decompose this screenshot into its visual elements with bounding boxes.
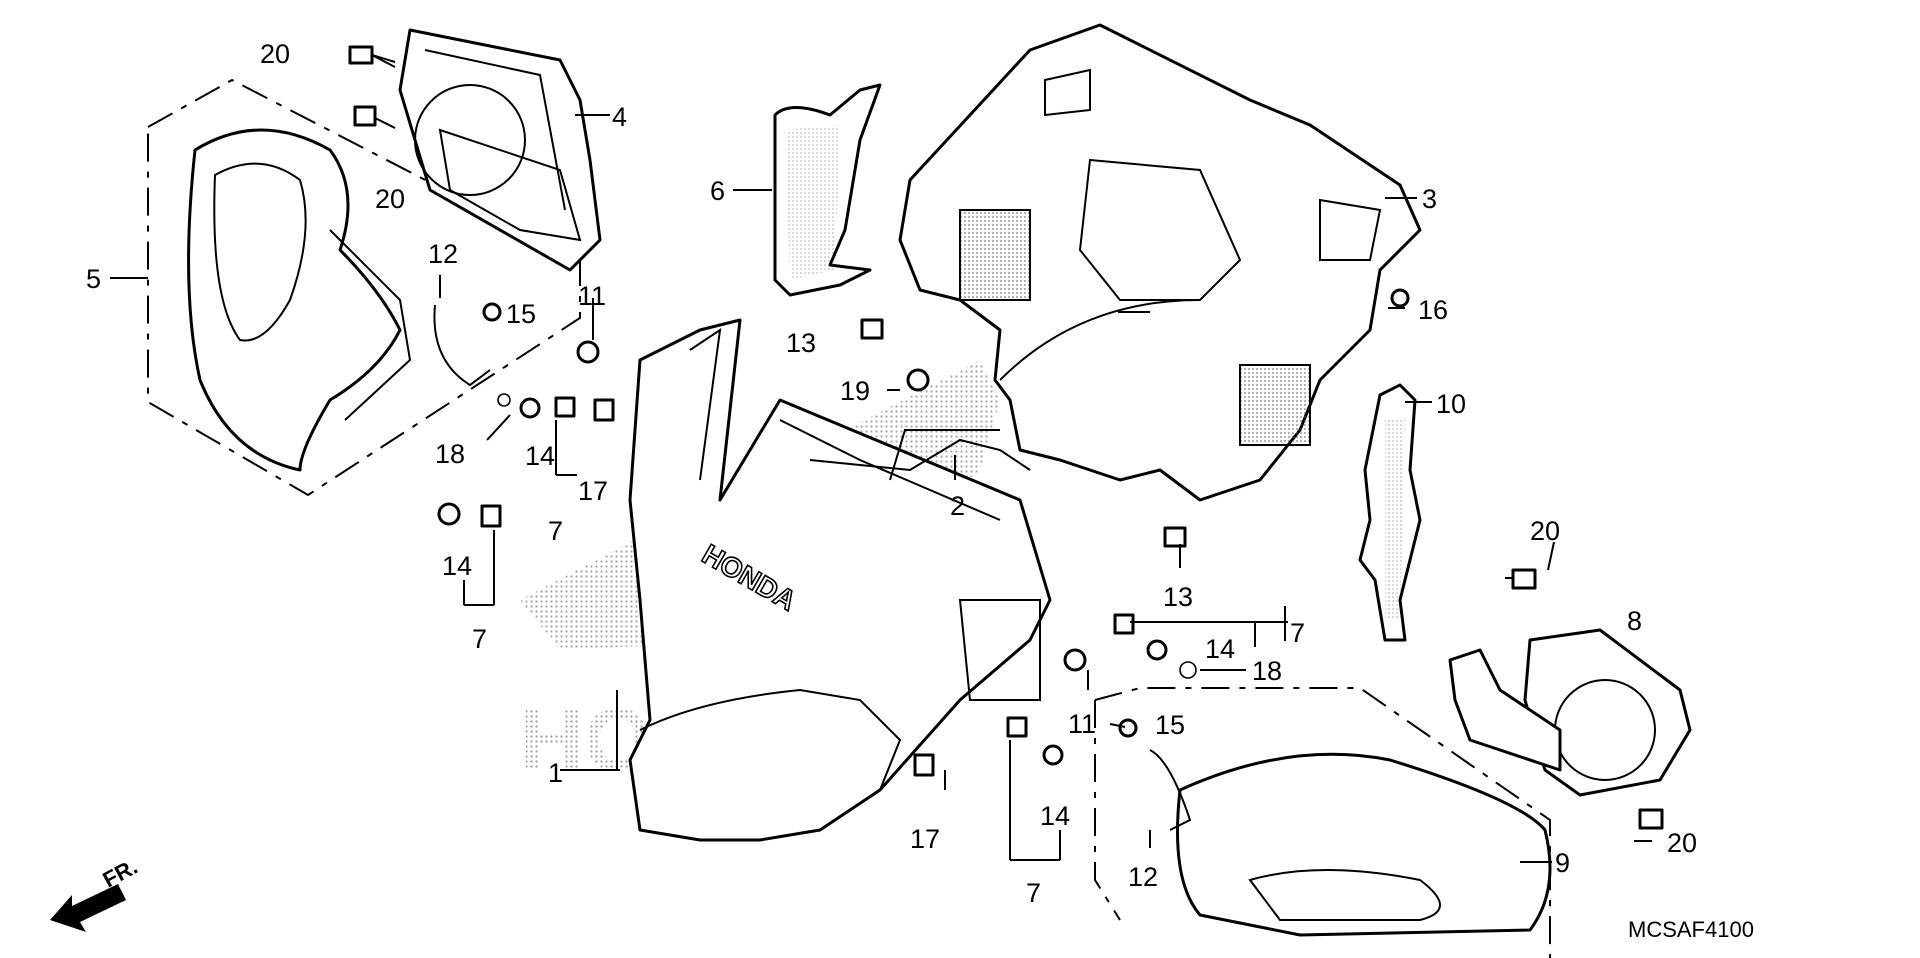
callout-5: 5 <box>86 264 101 294</box>
callout-7c: 7 <box>1290 618 1305 648</box>
grommet-14b <box>437 502 461 526</box>
callout-3: 3 <box>1422 184 1437 214</box>
callout-20a: 20 <box>260 39 290 69</box>
grommet-14d <box>1042 744 1064 766</box>
callout-12b: 12 <box>1128 862 1158 892</box>
part-2-wire-stay <box>809 429 1031 481</box>
callout-14b: 14 <box>442 551 472 581</box>
callout-1: 1 <box>548 758 563 788</box>
part-10-bracket <box>1358 383 1422 642</box>
callout-11b: 11 <box>1068 709 1096 739</box>
band-12b <box>1149 749 1192 831</box>
callout-20b: 20 <box>375 184 405 214</box>
callout-18b: 18 <box>1252 656 1282 686</box>
clip-18a <box>497 393 511 407</box>
nut-7b <box>480 504 502 528</box>
callout-7a: 7 <box>548 516 563 546</box>
clip-13b <box>1163 526 1187 548</box>
callout-15a: 15 <box>506 299 536 329</box>
bolt-20d <box>1638 808 1664 830</box>
clip-13a <box>860 318 884 340</box>
callout-8: 8 <box>1627 606 1642 636</box>
callout-19: 19 <box>840 376 870 406</box>
callout-20c: 20 <box>1530 516 1560 546</box>
grommet-14a <box>519 397 541 419</box>
callout-11a: 11 <box>578 281 606 311</box>
callout-20d: 20 <box>1667 828 1697 858</box>
bolt-11a <box>576 340 600 364</box>
callout-12a: 12 <box>428 239 458 269</box>
callout-14c: 14 <box>1205 634 1235 664</box>
nut-7a <box>554 396 576 418</box>
part-8-right-mirror <box>1448 628 1692 797</box>
callout-7b: 7 <box>472 624 487 654</box>
front-label: FR. <box>99 854 142 893</box>
callout-16: 16 <box>1418 295 1448 325</box>
bolt-20b <box>353 105 396 129</box>
part-6-panel <box>773 83 882 297</box>
nut-7c <box>1113 613 1135 635</box>
callout-14d: 14 <box>1040 801 1070 831</box>
screw-19 <box>906 368 930 392</box>
front-direction-arrow: FR. <box>50 854 142 932</box>
callout-labels: 1 2 3 4 5 6 7 7 7 7 8 9 10 11 11 12 12 1… <box>86 39 1697 908</box>
callout-6: 6 <box>710 176 725 206</box>
callout-4: 4 <box>612 102 627 132</box>
leader-lines <box>110 54 1652 863</box>
part-3-inner-panel <box>898 23 1422 502</box>
callout-17a: 17 <box>578 476 608 506</box>
callout-2: 2 <box>950 491 965 521</box>
screw-15a <box>482 302 502 322</box>
nut-7d <box>1006 716 1028 738</box>
part-1-front-cover: HONDA <box>628 318 1052 842</box>
screw-15b <box>1118 718 1138 738</box>
band-12a <box>433 304 491 387</box>
callout-18a: 18 <box>435 439 465 469</box>
clip-18b <box>1179 661 1197 679</box>
callout-17b: 17 <box>910 824 940 854</box>
callout-10: 10 <box>1436 389 1466 419</box>
callout-9: 9 <box>1555 848 1570 878</box>
callout-7d: 7 <box>1026 878 1041 908</box>
callout-13b: 13 <box>1163 582 1193 612</box>
callout-13a: 13 <box>786 328 816 358</box>
diagram-code: MCSAF4100 <box>1628 917 1754 942</box>
nut-17b <box>913 753 935 777</box>
callout-15b: 15 <box>1155 710 1185 740</box>
hardware-fasteners <box>348 45 1664 831</box>
callout-14a: 14 <box>525 441 555 471</box>
part-4-left-mirror <box>398 28 602 272</box>
nut-17a <box>593 398 615 422</box>
bolt-11b <box>1063 648 1087 672</box>
grommet-14c <box>1146 639 1168 661</box>
bolt-20c <box>1505 568 1537 590</box>
part-9-right-mirror-cover <box>1094 687 1552 958</box>
part-5-left-mirror-cover <box>147 78 581 497</box>
screw-16 <box>1390 288 1410 308</box>
